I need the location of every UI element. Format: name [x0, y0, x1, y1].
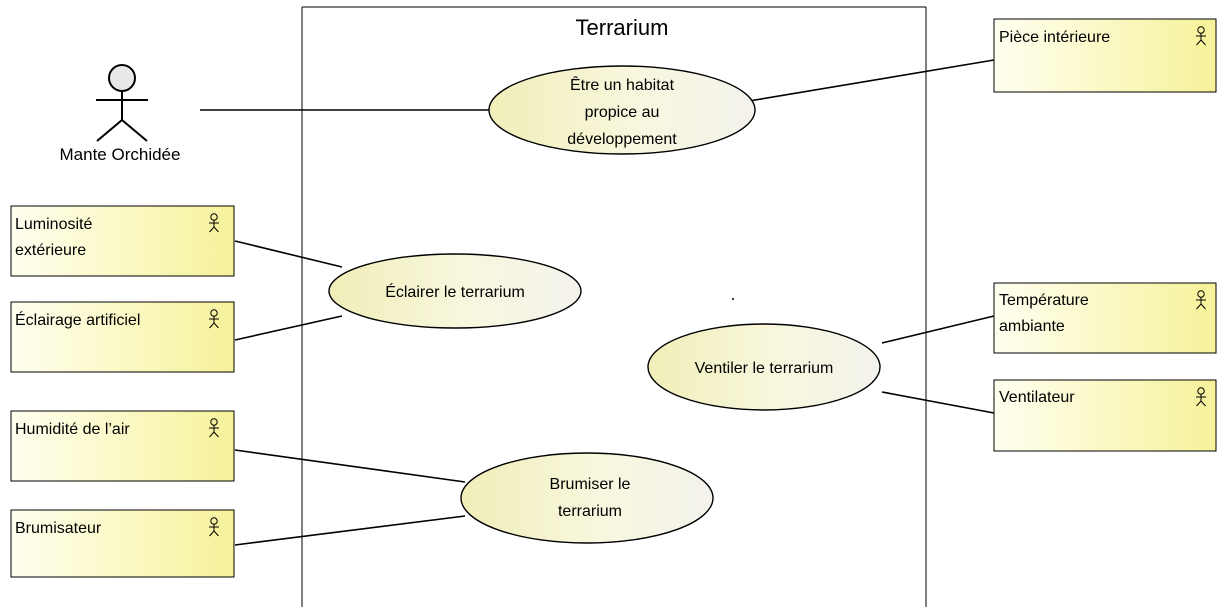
actor-box-label: ambiante: [999, 318, 1065, 335]
actor-box-label: Humidité de l’air: [15, 421, 130, 438]
actor-box-label: Luminosité: [15, 216, 92, 233]
actor-box-brumisateur: Brumisateur: [10, 509, 235, 578]
actor-box-ventilateur: Ventilateur: [993, 379, 1217, 452]
actor-box-eclairage-artificiel: Éclairage artificiel: [10, 301, 235, 373]
actor-box-label: Éclairage artificiel: [15, 310, 140, 329]
use-case-brumiser: Brumiser le terrarium: [460, 452, 714, 544]
use-case-label-line: Être un habitat: [570, 75, 675, 94]
actor-box-luminosite-exterieure: Luminosité extérieure: [10, 205, 235, 277]
actor-mante-orchidee: Mante Orchidée: [60, 64, 181, 164]
use-case-habitat: Être un habitat propice au développement: [488, 65, 756, 155]
associations: [200, 59, 995, 546]
actor-box-piece-interieure: Pièce intérieure: [993, 18, 1217, 93]
assoc-humidite-brumiser: [234, 449, 466, 483]
actor-name: Mante Orchidée: [60, 145, 181, 164]
stick-figure-actor-icon: [96, 64, 148, 142]
system-boundary: Terrarium: [301, 6, 927, 607]
actor-box-label: Température: [999, 292, 1089, 309]
assoc-ventiler-ventilateur: [881, 391, 995, 414]
actor-box-label: Ventilateur: [999, 389, 1075, 406]
use-case-ventiler: Ventiler le terrarium: [647, 323, 881, 411]
use-case-label-line: terrarium: [558, 503, 622, 520]
actor-box-label: Brumisateur: [15, 520, 102, 537]
use-case-label-line: développement: [567, 131, 677, 148]
assoc-ventiler-temperature: [881, 315, 995, 344]
assoc-brumisateur-brumiser: [234, 515, 466, 546]
actor-box-label: extérieure: [15, 242, 86, 259]
assoc-habitat-piece: [736, 59, 995, 104]
use-case-label-line: propice au: [585, 104, 660, 121]
use-case-label-line: Éclairer le terrarium: [385, 282, 525, 301]
actor-box-humidite-air: Humidité de l’air: [10, 410, 235, 482]
use-case-eclairer: Éclairer le terrarium: [328, 253, 582, 329]
actor-box-temperature-ambiante: Température ambiante: [993, 282, 1217, 354]
use-case-label-line: Ventiler le terrarium: [695, 360, 834, 377]
stray-dot: [732, 298, 734, 300]
system-title: Terrarium: [576, 15, 669, 40]
assoc-eclairage-eclairer: [234, 315, 343, 341]
actor-box-label: Pièce intérieure: [999, 29, 1110, 46]
use-case-label-line: Brumiser le: [550, 476, 631, 493]
assoc-luminosite-eclairer: [234, 240, 343, 268]
